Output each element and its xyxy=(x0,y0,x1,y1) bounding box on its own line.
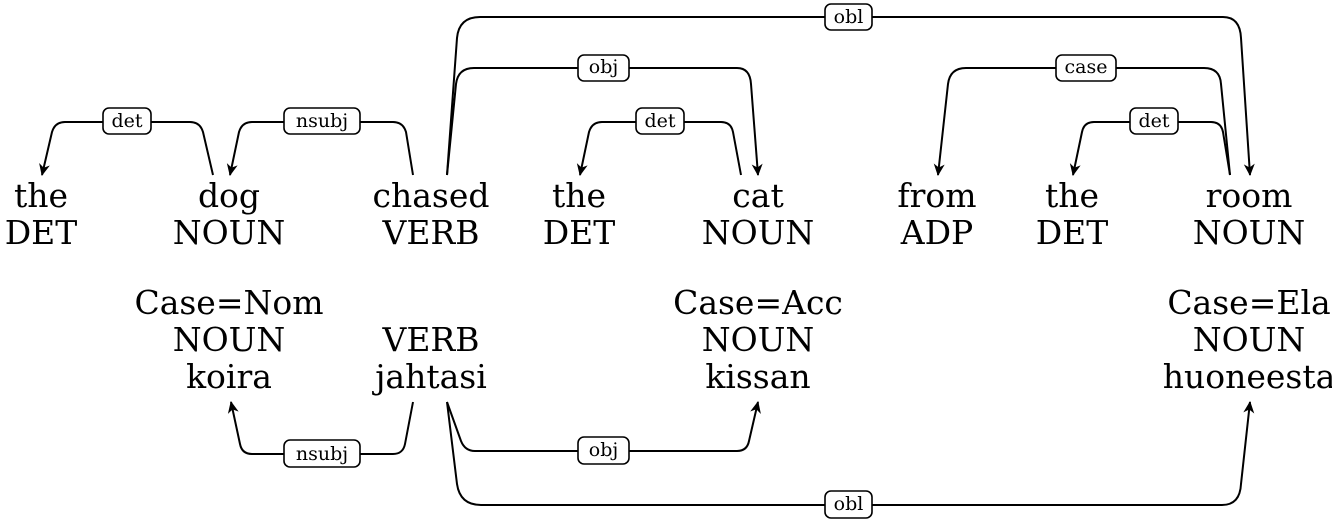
token-pos: NOUN xyxy=(702,320,815,359)
token-pos: VERB xyxy=(381,213,479,252)
svg-text:nsubj: nsubj xyxy=(296,110,348,132)
token-the: the DET xyxy=(5,176,78,252)
finnish-tree: Case=Nom NOUN koira VERB jahtasi Case=Ac… xyxy=(134,283,1332,519)
token-form: room xyxy=(1206,176,1293,215)
arc-label-obl: obl xyxy=(824,490,873,519)
svg-text:det: det xyxy=(111,110,142,132)
token-form: koira xyxy=(186,357,272,396)
arc-label-obj: obj xyxy=(577,436,630,465)
arc-label-det: det xyxy=(635,107,685,135)
token-the: the DET xyxy=(1036,176,1109,252)
token-pos: NOUN xyxy=(173,320,286,359)
english-tree: det nsubj obj obl det case xyxy=(5,3,1306,252)
token-form: kissan xyxy=(705,357,810,396)
arc-obl-chased-room xyxy=(446,16,1255,176)
arc-obl-jahtasi-huoneesta xyxy=(446,401,1255,506)
token-pos: NOUN xyxy=(173,213,286,252)
svg-text:det: det xyxy=(644,110,675,132)
svg-text:det: det xyxy=(1138,110,1169,132)
token-form: from xyxy=(897,176,976,215)
token-form: the xyxy=(1045,176,1099,215)
token-feats: Case=Ela xyxy=(1167,283,1330,322)
token-from: from ADP xyxy=(897,176,976,252)
arc-label-obl: obl xyxy=(824,3,873,31)
token-form: the xyxy=(14,176,68,215)
arc-label-case: case xyxy=(1055,54,1117,82)
svg-text:obl: obl xyxy=(834,6,864,28)
svg-text:obj: obj xyxy=(589,439,619,461)
token-pos: VERB xyxy=(381,320,479,359)
token-huoneesta: Case=Ela NOUN huoneesta xyxy=(1163,283,1332,396)
token-cat: cat NOUN xyxy=(702,176,815,252)
token-feats: Case=Nom xyxy=(134,283,323,322)
token-pos: NOUN xyxy=(702,213,815,252)
english-arc-labels: det nsubj obj obl det case xyxy=(102,3,1179,135)
token-form: huoneesta xyxy=(1163,357,1332,396)
token-kissan: Case=Acc NOUN kissan xyxy=(673,283,843,396)
token-pos: NOUN xyxy=(1193,213,1306,252)
svg-text:case: case xyxy=(1065,56,1108,78)
token-pos: DET xyxy=(5,213,78,252)
token-pos: DET xyxy=(543,213,616,252)
token-form: cat xyxy=(732,176,783,215)
svg-text:obj: obj xyxy=(589,56,619,78)
arc-label-det: det xyxy=(102,107,152,135)
english-tokens: the DET dog NOUN chased VERB the DET cat… xyxy=(5,176,1306,252)
finnish-arc-labels: nsubj obj obl xyxy=(283,436,873,519)
svg-text:nsubj: nsubj xyxy=(296,443,348,465)
token-feats: Case=Acc xyxy=(673,283,843,322)
token-form: dog xyxy=(198,176,260,215)
token-form: jahtasi xyxy=(371,357,487,396)
token-chased: chased VERB xyxy=(373,176,490,252)
token-room: room NOUN xyxy=(1193,176,1306,252)
arc-label-det: det xyxy=(1129,107,1179,135)
token-pos: ADP xyxy=(900,213,974,252)
token-jahtasi: VERB jahtasi xyxy=(371,320,487,396)
arc-label-nsubj: nsubj xyxy=(283,107,361,135)
arc-label-nsubj: nsubj xyxy=(283,439,361,468)
finnish-arcs xyxy=(227,401,1255,506)
finnish-tokens: Case=Nom NOUN koira VERB jahtasi Case=Ac… xyxy=(134,283,1332,396)
token-form: chased xyxy=(373,176,490,215)
token-dog: dog NOUN xyxy=(173,176,286,252)
token-pos: NOUN xyxy=(1193,320,1306,359)
token-form: the xyxy=(552,176,606,215)
token-koira: Case=Nom NOUN koira xyxy=(134,283,323,396)
english-arcs xyxy=(39,16,1255,176)
svg-text:obl: obl xyxy=(834,493,864,515)
token-the: the DET xyxy=(543,176,616,252)
arc-label-obj: obj xyxy=(577,54,630,82)
token-pos: DET xyxy=(1036,213,1109,252)
